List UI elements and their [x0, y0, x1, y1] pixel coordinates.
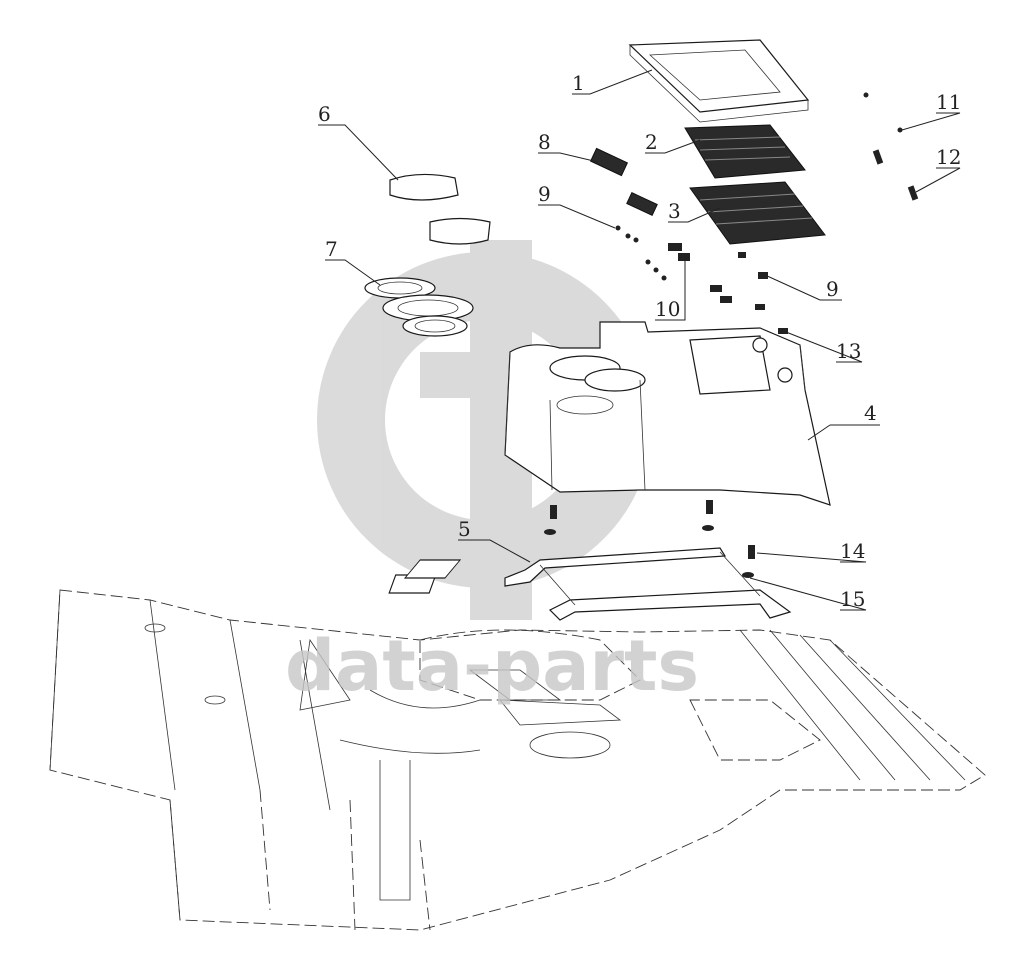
- part-1-lid: [628, 39, 810, 123]
- callout-9-right: 9: [826, 277, 839, 301]
- part-7-spring-set: [364, 277, 474, 337]
- fasteners: [544, 92, 919, 578]
- callout-9-left: 9: [538, 182, 551, 206]
- callout-6: 6: [318, 102, 331, 126]
- callout-4: 4: [864, 401, 877, 425]
- callout-5: 5: [458, 517, 471, 541]
- floor-pan: [49, 589, 986, 931]
- part-2-mat: [684, 124, 806, 179]
- callout-14: 14: [840, 539, 865, 563]
- part-4-console-housing: [504, 321, 831, 506]
- part-8-clip: [589, 147, 658, 217]
- part-6-cup-holder-ring: [389, 173, 491, 245]
- leader-lines: [318, 69, 961, 611]
- callout-11: 11: [936, 90, 961, 114]
- part-3-mat: [689, 181, 826, 245]
- callout-10: 10: [655, 297, 680, 321]
- callout-13: 13: [836, 339, 861, 363]
- callout-1: 1: [572, 71, 585, 95]
- callout-2: 2: [645, 130, 658, 154]
- callout-7: 7: [325, 237, 338, 261]
- callout-12: 12: [936, 145, 961, 169]
- part-5-mounting-bracket: [388, 547, 792, 621]
- callout-15: 15: [840, 587, 865, 611]
- callout-3: 3: [668, 199, 681, 223]
- watermark-text: data-parts: [285, 625, 699, 707]
- callouts: 1 2 3 4 5 6 7 8 9 9 10 11 12 13 14 15: [318, 71, 961, 611]
- callout-8: 8: [538, 130, 551, 154]
